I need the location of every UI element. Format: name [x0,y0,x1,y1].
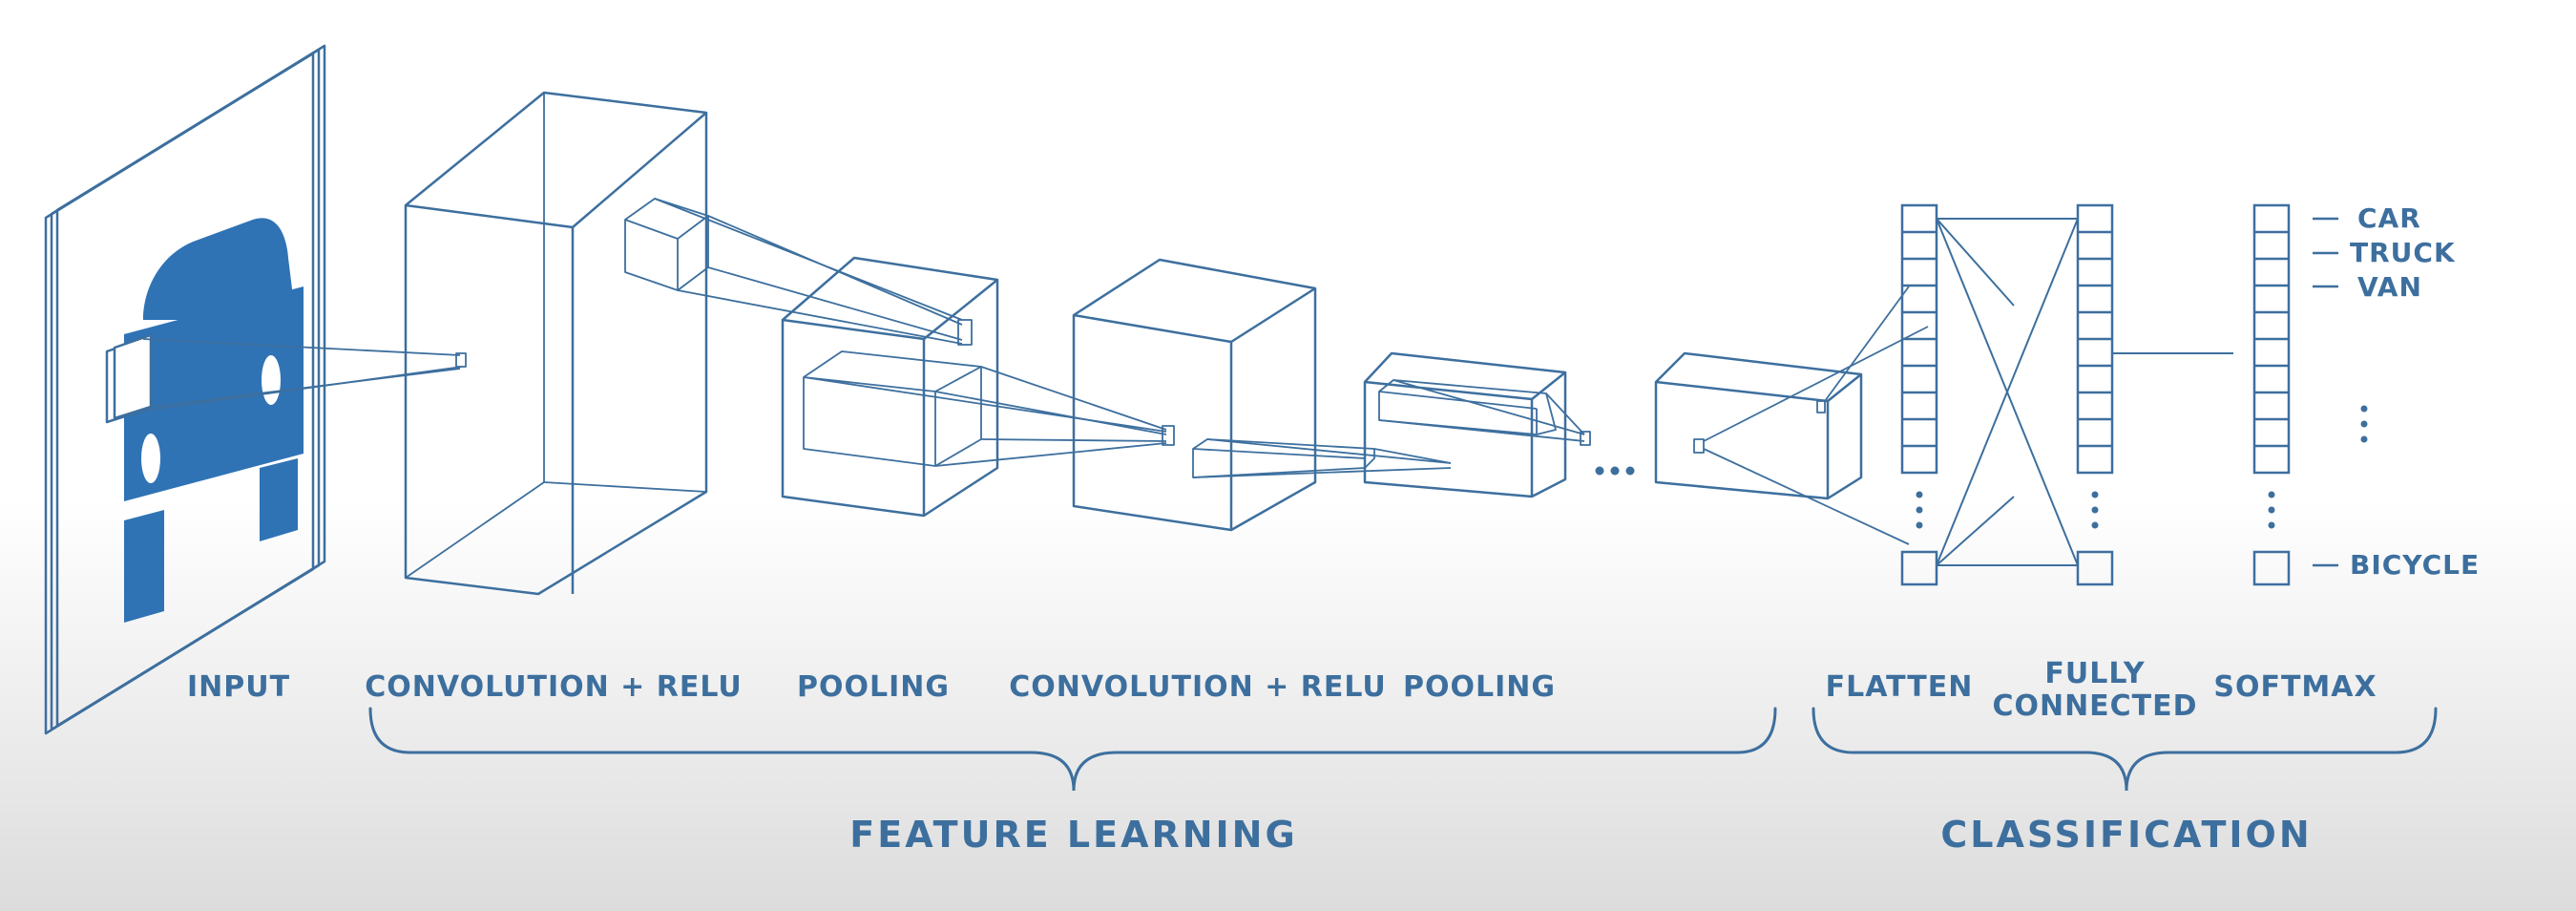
final-feature-block [1654,351,1863,500]
column-ellipses [1916,405,2368,529]
input-projection-lines [142,338,467,412]
flatten-label: FLATTEN [1825,670,1974,704]
pool2-filter [1378,379,1591,446]
fc-label-line2: CONNECTED [1992,689,2198,723]
pool2-block [1363,351,1567,498]
flatten-column [1900,203,1938,586]
classification-label: CLASSIFICATION [1940,814,2313,856]
pool2-label: POOLING [1402,670,1556,704]
conv1-filter [624,198,973,346]
class-van: VAN [2357,271,2422,303]
dense-connections [1936,218,2233,566]
feature-learning-brace [368,707,1777,792]
final-feature-lines [1693,286,1929,545]
class-ticks [2313,217,2338,567]
class-truck: TRUCK [2350,237,2456,268]
pool1-block [781,256,999,518]
class-bicycle: BICYCLE [2350,549,2481,581]
input-label: INPUT [186,670,291,704]
ellipsis-dots [1595,466,1635,476]
class-car: CAR [2357,202,2421,234]
fc-column [2076,203,2114,586]
input-image-frame [44,44,326,735]
softmax-column [2252,203,2291,586]
classification-brace [1812,707,2438,792]
fc-label-line1: FULLY [2044,657,2146,690]
conv2-block [1072,258,1317,532]
conv2-filter [1192,438,1452,478]
feature-learning-label: FEATURE LEARNING [849,814,1298,856]
conv1-block [404,91,708,596]
conv1-label: CONVOLUTION + RELU [365,670,743,704]
input-patch [105,333,153,424]
conv2-label: CONVOLUTION + RELU [1009,670,1387,704]
softmax-label: SOFTMAX [2213,670,2377,704]
pool1-label: POOLING [796,670,950,704]
pool1-filter [803,350,1175,467]
car-icon [124,218,304,623]
